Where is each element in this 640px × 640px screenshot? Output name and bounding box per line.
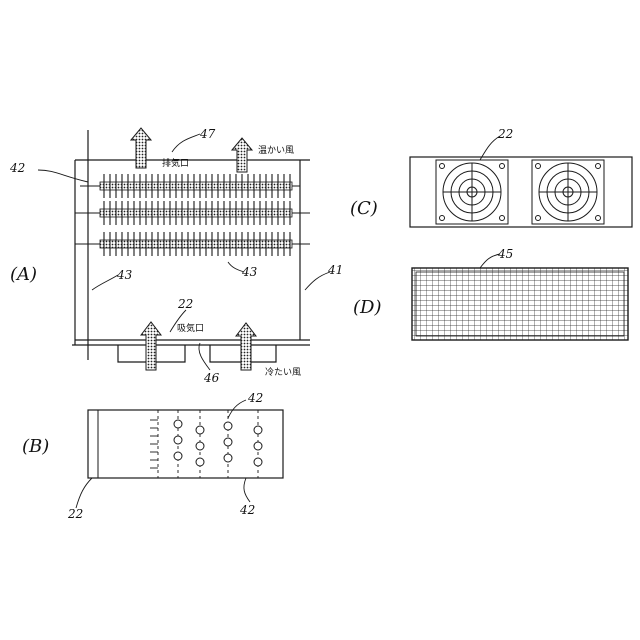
ref-41: 41: [327, 263, 343, 277]
ref-22: 22: [67, 507, 83, 521]
heat-pipe-3: [75, 232, 310, 256]
up-arrow-icon: [131, 128, 151, 168]
ref-42: 42: [239, 503, 255, 517]
pipe-sections: [174, 420, 262, 466]
up-arrow-icon: [236, 323, 256, 370]
ref-43: 43: [241, 265, 258, 279]
ref-43: 43: [116, 268, 133, 282]
figure-a-label: (A): [10, 264, 37, 285]
ref-22: 22: [177, 297, 193, 311]
fan-icon: [436, 160, 508, 224]
figure-a: (A): [9, 127, 343, 385]
ref-46: 46: [203, 371, 220, 385]
figure-b: (B) 42 42 2: [22, 391, 283, 521]
fan-frame-side: [88, 410, 283, 478]
ref-47: 47: [199, 127, 216, 141]
heat-pipe-1: [80, 174, 300, 198]
up-arrow-icon: [141, 322, 161, 370]
intake-label: 吸気口: [177, 322, 204, 334]
figure-d: (D) 45: [353, 247, 628, 340]
ref-45: 45: [497, 247, 513, 261]
figure-d-label: (D): [353, 297, 381, 318]
figure-c-label: (C): [350, 198, 378, 219]
heat-pipe-2: [75, 201, 310, 225]
figure-b-label: (B): [22, 436, 49, 457]
fan-icon: [532, 160, 604, 224]
ref-42: 42: [9, 161, 25, 175]
cold-air-label: 冷たい風: [265, 366, 301, 378]
up-arrow-icon: [232, 138, 252, 172]
exhaust-label: 排気口: [162, 157, 189, 169]
filter-mesh: [412, 268, 628, 340]
ref-42: 42: [247, 391, 263, 405]
warm-air-label: 温かい風: [258, 145, 294, 156]
leader-lines-a: [38, 134, 330, 370]
ref-22: 22: [497, 127, 513, 141]
figure-c: (C) 22: [350, 127, 632, 227]
